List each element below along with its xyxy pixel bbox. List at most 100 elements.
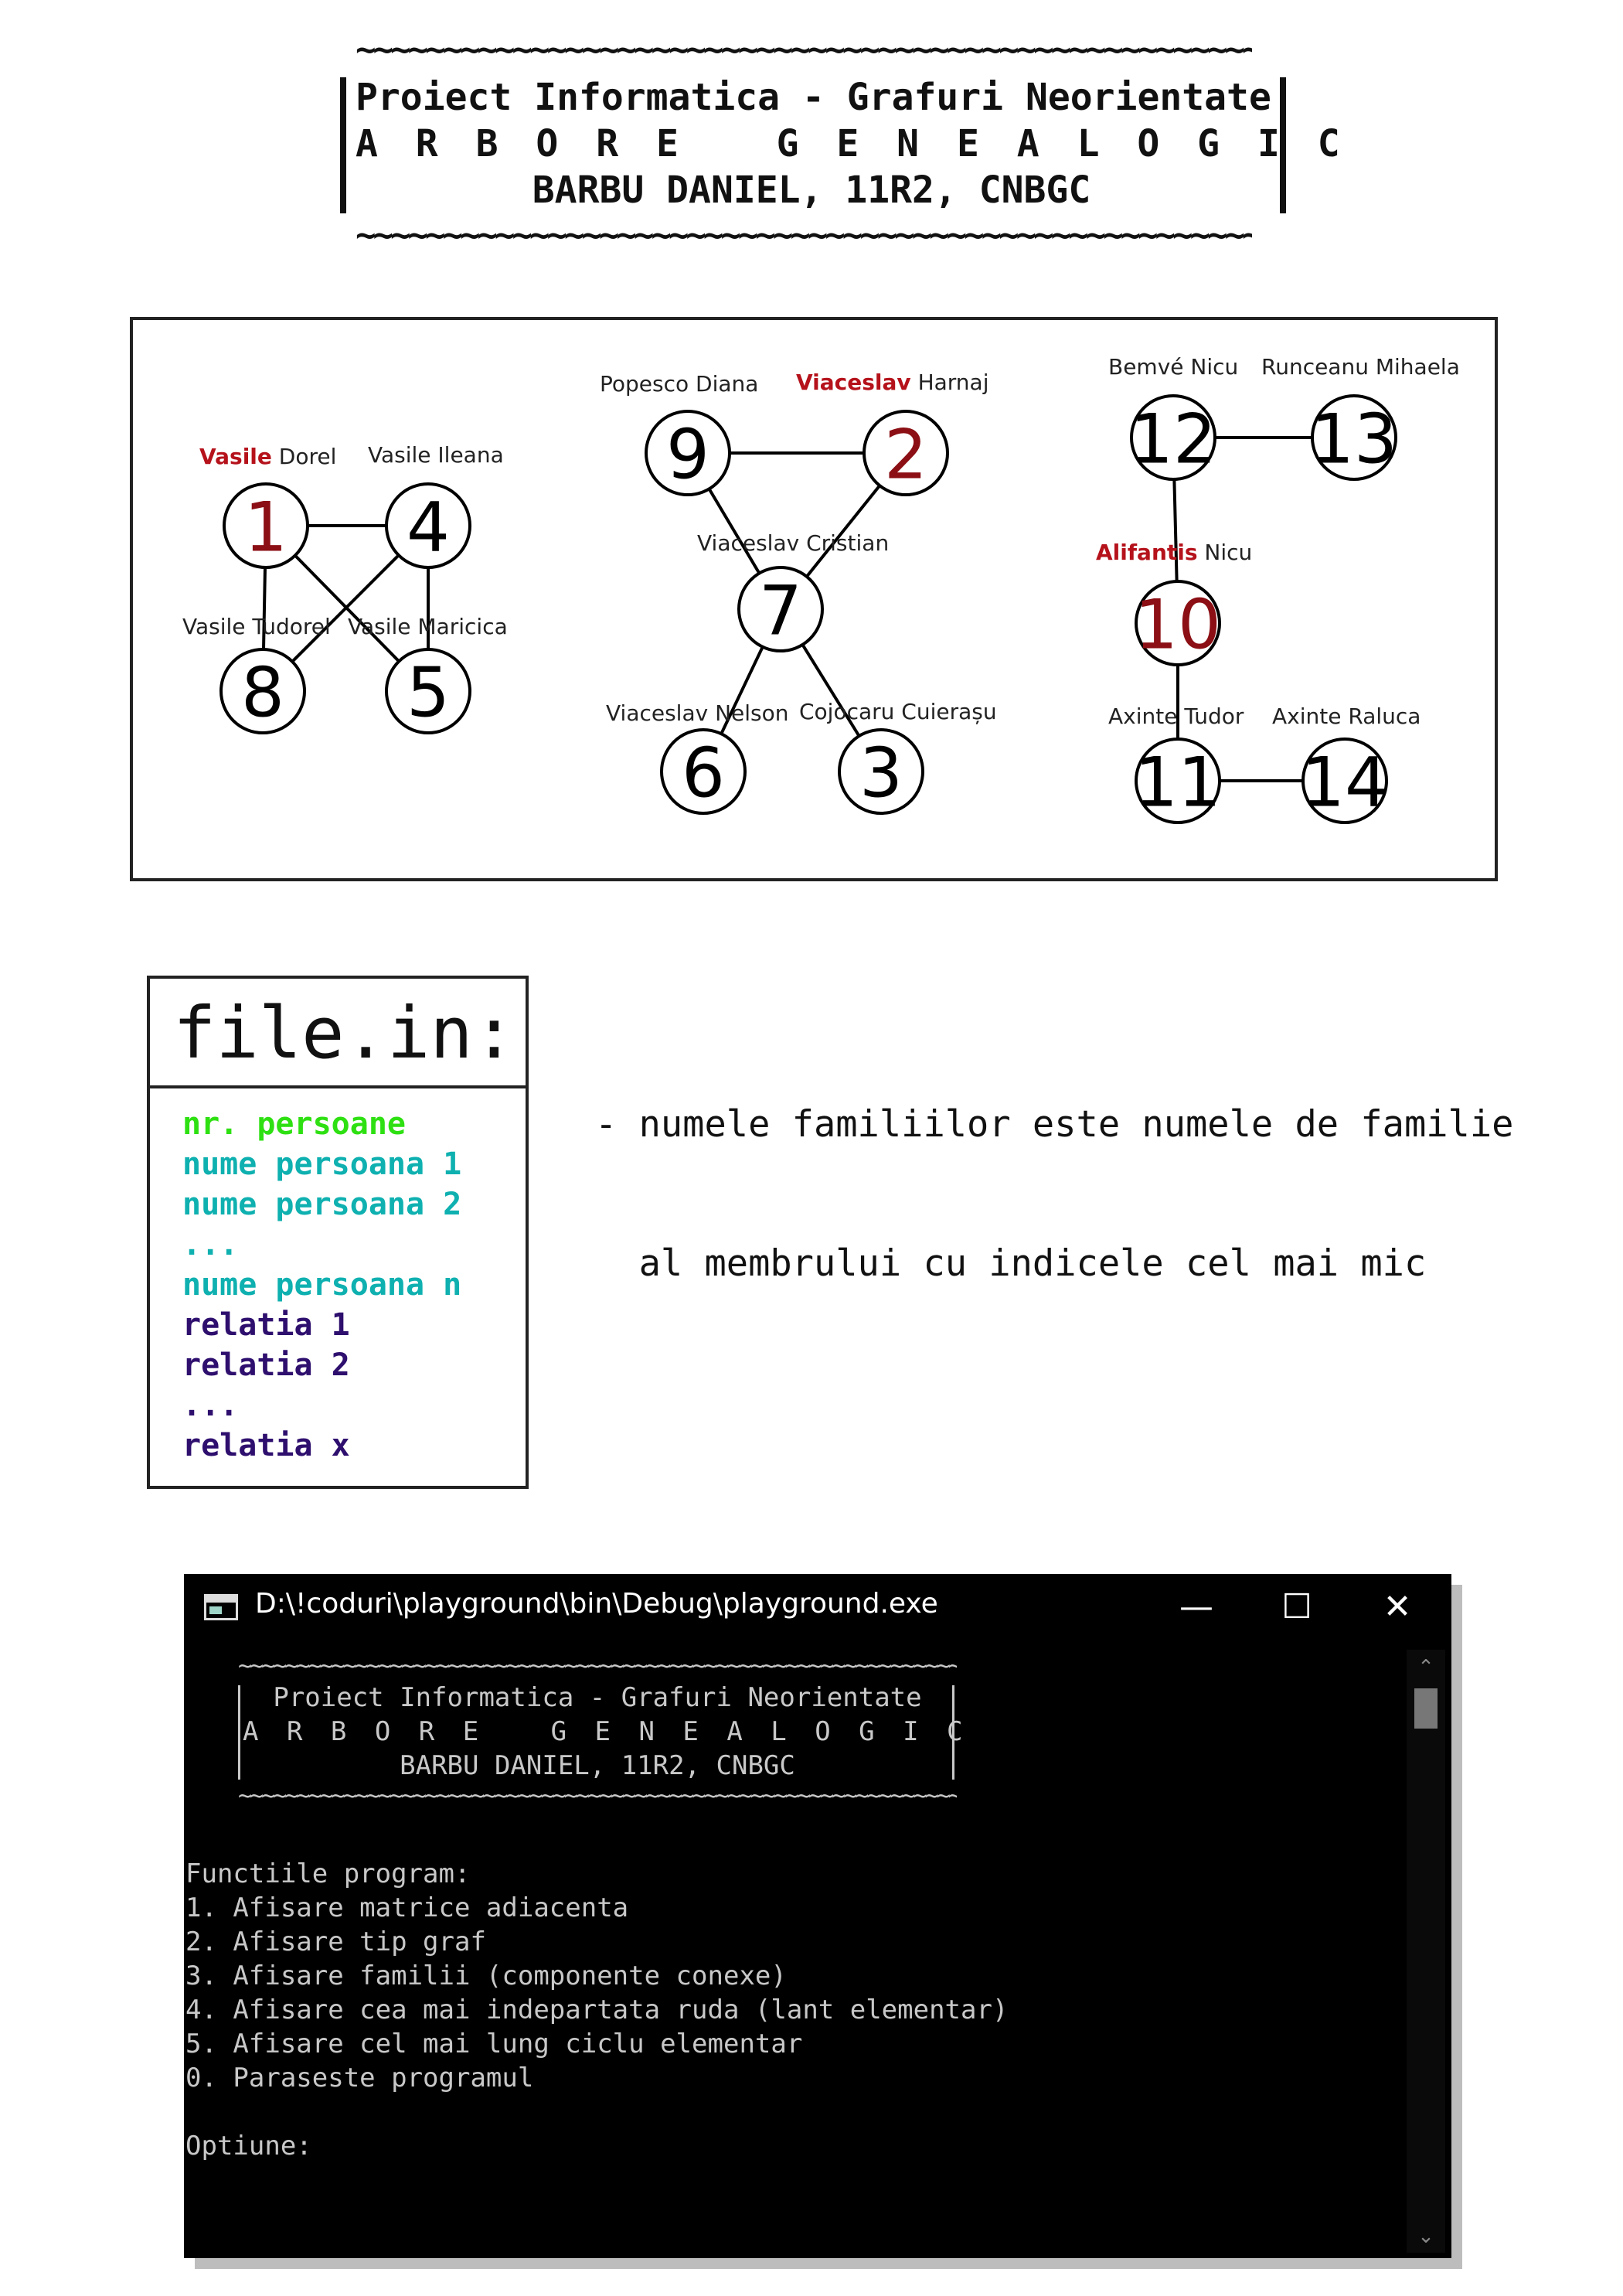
person-label-11: Axinte Tudor — [1108, 703, 1244, 729]
person-name: Cojocaru Cuierașu — [799, 699, 997, 724]
banner-tilde-border-top: ~~~~~~~~~~~~~~~~~~~~~~~~~~~~~~~~~~~~~~~~… — [356, 39, 1252, 62]
console-window-title: D:\!coduri\playground\bin\Debug\playgrou… — [255, 1588, 938, 1620]
minimize-button[interactable]: — — [1179, 1587, 1213, 1627]
person-name: Axinte Raluca — [1272, 703, 1421, 729]
console-titlebar[interactable]: D:\!coduri\playground\bin\Debug\playgrou… — [184, 1574, 1451, 1640]
note-line-1: - numele familiilor este numele de famil… — [595, 1103, 1514, 1146]
person-label-2: Viaceslav Harnaj — [796, 370, 989, 395]
graph-node-6: 6 — [660, 728, 747, 815]
banner-tilde-border-bottom: ~~~~~~~~~~~~~~~~~~~~~~~~~~~~~~~~~~~~~~~~… — [356, 224, 1252, 247]
graph-node-9: 9 — [645, 410, 731, 496]
graph-node-5: 5 — [385, 648, 471, 734]
node-circle — [660, 728, 747, 815]
person-name: Nicu — [1198, 540, 1253, 565]
console-menu: Functiile program: 1. Afisare matrice ad… — [185, 1857, 1008, 2163]
person-label-6: Viaceslav Nelson — [606, 700, 789, 726]
banner-author: BARBU DANIEL, 11R2, CNBGC — [532, 169, 1091, 212]
node-circle — [737, 566, 824, 652]
person-name: Axinte Tudor — [1108, 703, 1244, 729]
node-number: 5 — [407, 653, 450, 733]
family-name-highlight: Viaceslav — [796, 370, 911, 395]
person-label-5: Vasile Maricica — [348, 614, 508, 639]
console-banner-author: BARBU DANIEL, 11R2, CNBGC — [400, 1750, 795, 1781]
file-format-line: ... — [182, 1227, 239, 1262]
console-banner-border-left — [238, 1685, 240, 1780]
node-number: 13 — [1311, 400, 1397, 479]
person-name: Vasile Ileana — [368, 442, 504, 468]
maximize-button[interactable]: ☐ — [1281, 1587, 1312, 1627]
family-name-highlight: Alifantis — [1096, 540, 1198, 565]
family-name-highlight: Vasile — [199, 444, 272, 469]
scroll-thumb[interactable] — [1414, 1688, 1438, 1729]
node-circle — [219, 648, 306, 734]
banner-border-right — [1280, 77, 1286, 213]
banner-border-left — [340, 77, 346, 213]
graph-node-1: 1 — [223, 482, 309, 569]
menu-item-5: 5. Afisare cel mai lung ciclu elementar — [185, 2029, 803, 2059]
graph-node-4: 4 — [385, 482, 471, 569]
file-box-title: file.in: — [150, 979, 526, 1088]
node-number: 8 — [241, 653, 284, 733]
file-format-line: nume persoana 1 — [182, 1146, 462, 1182]
person-name: Viaceslav Cristian — [697, 530, 889, 556]
node-number: 3 — [859, 734, 903, 813]
person-name: Popesco Diana — [600, 371, 758, 397]
option-prompt[interactable]: Optiune: — [185, 2131, 312, 2161]
person-name: Viaceslav Nelson — [606, 700, 789, 726]
graph-node-10: 10 — [1135, 580, 1221, 666]
person-label-14: Axinte Raluca — [1272, 703, 1421, 729]
menu-item-3: 3. Afisare familii (componente conexe) — [185, 1960, 787, 1991]
node-number: 4 — [407, 488, 450, 567]
file-format-line: ... — [182, 1388, 239, 1423]
graph-node-2: 2 — [863, 410, 949, 496]
person-label-13: Runceanu Mihaela — [1261, 354, 1460, 380]
family-name-note: - numele familiilor este numele de famil… — [595, 1009, 1592, 1334]
person-name: Vasile Tudorel — [182, 614, 331, 639]
file-format-line: nume persoana 2 — [182, 1187, 462, 1222]
node-number: 2 — [884, 415, 927, 495]
console-banner-subtitle: A R B O R E G E N E A L O G I C — [243, 1716, 969, 1747]
node-circle — [385, 648, 471, 734]
person-label-12: Bemvé Nicu — [1108, 354, 1238, 380]
node-circle — [1301, 738, 1388, 824]
menu-item-1: 1. Afisare matrice adiacenta — [185, 1892, 629, 1923]
menu-item-4: 4. Afisare cea mai indepartata ruda (lan… — [185, 1995, 1009, 2025]
node-circle — [863, 410, 949, 496]
console-output[interactable]: ~~~~~~~~~~~~~~~~~~~~~~~~~~~~~~~~~~~~~~~~… — [185, 1650, 1407, 2253]
graph-node-13: 13 — [1311, 394, 1397, 481]
scroll-up-arrow-icon[interactable]: ⌃ — [1417, 1655, 1434, 1678]
person-name: Dorel — [272, 444, 337, 469]
graph-node-8: 8 — [219, 648, 306, 734]
console-banner-tilde-bottom: ~~~~~~~~~~~~~~~~~~~~~~~~~~~~~~~~~~~~~~~~… — [238, 1789, 957, 1804]
graph-node-3: 3 — [838, 728, 924, 815]
menu-heading: Functiile program: — [185, 1858, 471, 1889]
person-label-9: Popesco Diana — [600, 371, 758, 397]
person-name: Vasile Maricica — [348, 614, 508, 639]
console-scrollbar[interactable]: ⌃ ⌄ — [1407, 1650, 1445, 2253]
console-banner-border-right — [952, 1685, 954, 1780]
console-banner-title: Proiect Informatica - Grafuri Neorientat… — [273, 1682, 922, 1713]
node-circle — [645, 410, 731, 496]
person-label-7: Viaceslav Cristian — [697, 530, 889, 556]
console-window: D:\!coduri\playground\bin\Debug\playgrou… — [184, 1574, 1451, 2258]
node-number: 11 — [1135, 743, 1221, 823]
file-format-line: nume persoana n — [182, 1267, 462, 1303]
scroll-down-arrow-icon[interactable]: ⌄ — [1417, 2224, 1434, 2247]
node-circle — [385, 482, 471, 569]
person-label-10: Alifantis Nicu — [1096, 540, 1252, 565]
close-button[interactable]: ✕ — [1383, 1587, 1412, 1627]
node-circle — [838, 728, 924, 815]
console-app-icon — [204, 1594, 238, 1620]
graph-node-7: 7 — [737, 566, 824, 652]
banner-project-title: Proiect Informatica - Grafuri Neorientat… — [356, 76, 1271, 119]
person-name: Harnaj — [911, 370, 989, 395]
banner-subtitle: A R B O R E G E N E A L O G I C — [356, 122, 1348, 165]
person-name: Bemvé Nicu — [1108, 354, 1238, 380]
title-banner: ~~~~~~~~~~~~~~~~~~~~~~~~~~~~~~~~~~~~~~~~… — [325, 39, 1348, 263]
menu-blank-line — [185, 2095, 1008, 2129]
node-circle — [1135, 738, 1221, 824]
node-number: 9 — [666, 415, 709, 495]
